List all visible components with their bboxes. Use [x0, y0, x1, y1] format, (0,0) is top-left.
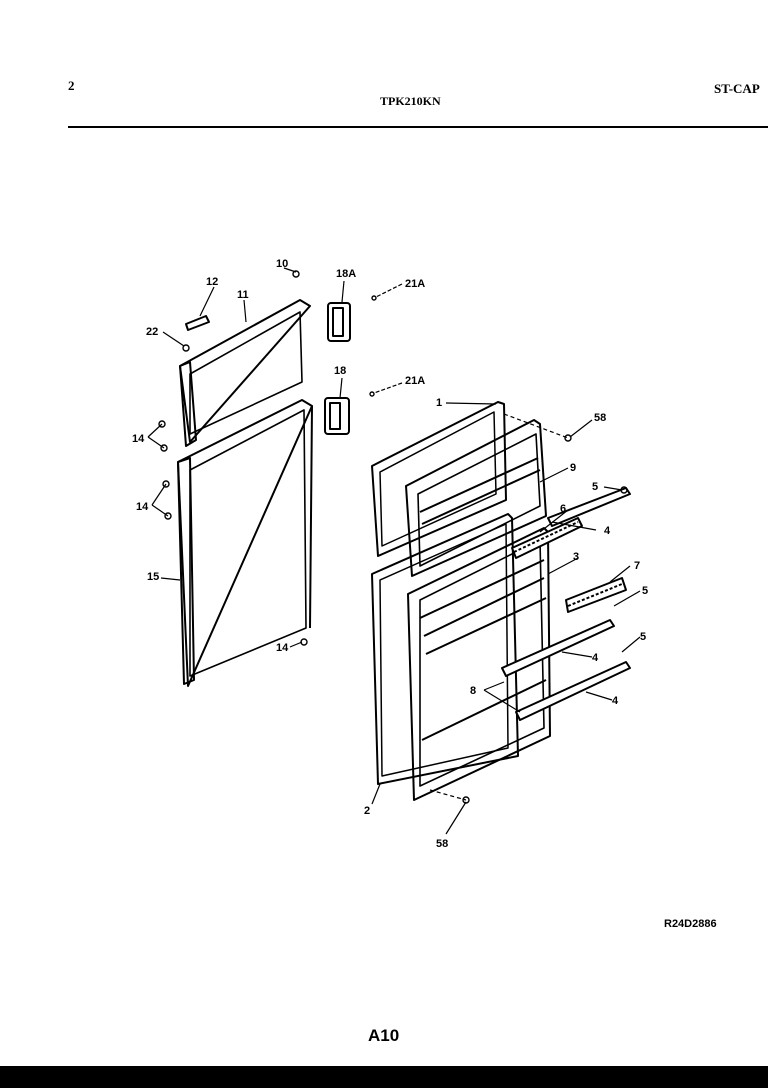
section-code: ST-CAP — [714, 81, 760, 96]
dairy-door-part-7 — [565, 577, 627, 613]
callout-21a-top: 21A — [405, 278, 425, 290]
callout-22: 22 — [146, 326, 158, 338]
callout-5-top: 5 — [592, 481, 598, 493]
callout-5-lower: 5 — [640, 631, 646, 643]
scan-border-bottom — [0, 1066, 768, 1088]
callout-14-lower: 14 — [276, 642, 289, 654]
callout-14-upper: 14 — [132, 433, 145, 445]
callout-18a: 18A — [336, 268, 356, 280]
callout-18: 18 — [334, 365, 346, 377]
hinge-18a — [327, 302, 351, 342]
callout-4-middle: 4 — [592, 652, 599, 664]
leader-lines — [147, 267, 641, 835]
page-number: 2 — [68, 78, 75, 93]
shelf-rail-middle — [501, 619, 615, 677]
fresh-food-door — [177, 399, 313, 687]
freezer-inner-liner — [405, 419, 547, 577]
callout-10: 10 — [276, 258, 288, 270]
callout-14-middle: 14 — [136, 501, 149, 513]
callout-5-upper: 5 — [642, 585, 648, 597]
drawing-reference: R24D2886 — [664, 918, 717, 930]
callout-1: 1 — [436, 397, 442, 409]
callout-7: 7 — [634, 560, 640, 572]
hinge-18 — [324, 397, 350, 435]
callout-58-top: 58 — [594, 412, 606, 424]
freezer-door — [179, 299, 311, 447]
callout-12: 12 — [206, 276, 218, 288]
page-label: A10 — [368, 1026, 400, 1045]
callout-15: 15 — [147, 571, 159, 583]
dairy-shelf-part-6 — [511, 517, 583, 559]
callout-3: 3 — [573, 551, 579, 563]
callout-8: 8 — [470, 685, 476, 697]
shelf-rail-bottom — [515, 661, 631, 721]
callout-21a-middle: 21A — [405, 375, 425, 387]
callout-4-bottom: 4 — [612, 695, 619, 707]
callout-11: 11 — [237, 289, 249, 301]
header-rule — [68, 126, 768, 128]
callout-6: 6 — [560, 503, 566, 515]
freezer-gasket — [371, 401, 507, 557]
callout-2: 2 — [364, 805, 370, 817]
callout-9: 9 — [570, 462, 576, 474]
model-number: TPK210KN — [380, 94, 441, 108]
handle-part-12 — [185, 315, 210, 331]
fresh-food-inner-liner — [407, 527, 551, 801]
callout-4-top: 4 — [604, 525, 611, 537]
fresh-food-gasket — [371, 513, 519, 785]
callout-58-bottom: 58 — [436, 838, 448, 850]
